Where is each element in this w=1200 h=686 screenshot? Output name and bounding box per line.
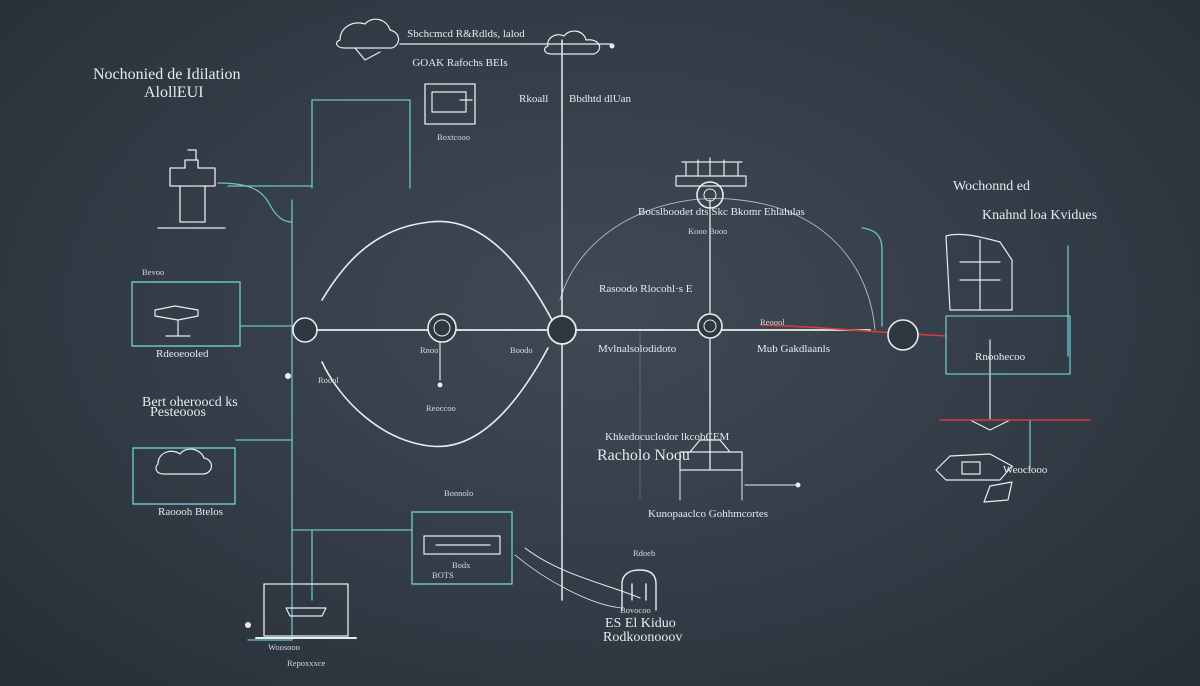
label-left-card2: Raoooh Btelos — [158, 506, 224, 518]
cloud-icon — [155, 448, 213, 475]
label-center-row: Rasoodo Rlocohl·s E — [599, 283, 693, 295]
laptop-icon — [285, 607, 327, 617]
node-circle — [427, 313, 457, 343]
device-box — [411, 511, 513, 585]
node-dot — [285, 373, 291, 379]
label-node-4: Boodo — [510, 345, 533, 355]
node-dot — [437, 382, 443, 388]
label-right-title: Wochonnd ed — [953, 179, 1031, 194]
server-icon — [157, 149, 226, 229]
label-center-low-1: Khkedocuclodor lkcobCEM — [605, 431, 730, 443]
label-node-2: Rnoo — [420, 345, 439, 355]
phone-icon — [621, 569, 657, 611]
branch-line — [969, 419, 1011, 431]
node-circle — [433, 319, 451, 337]
label-monitor-caption: Boxtcooo — [437, 132, 471, 142]
label-center-band-sub: Kooo Booo — [688, 226, 728, 236]
ring-upper — [321, 220, 553, 321]
cloud-icon — [335, 18, 400, 61]
label-right-box: Rnoohecoo — [975, 351, 1026, 363]
node-dot — [795, 482, 801, 488]
node-dot — [245, 622, 251, 628]
label-bottom-center-2: Rodkoonooov — [603, 630, 683, 645]
device-box — [131, 281, 241, 347]
device-icon — [154, 305, 199, 337]
label-bottom-mid-a: Mvlnalsolodidoto — [598, 343, 677, 355]
monitor-icon — [431, 91, 473, 113]
label-center-small: Roool — [318, 375, 339, 385]
label-top-center: Sbchcmcd R&Rdlds, lalod — [407, 28, 525, 40]
branch-line — [514, 554, 623, 609]
label-bottom-mid-b: Mub Gakdlaanls — [757, 343, 831, 355]
device-icon — [679, 439, 743, 471]
label-center-low-2: Racholo Noou — [597, 447, 690, 464]
node-circle — [292, 317, 318, 343]
label-center-band: Bocslboodet dts Skc Bkomr Ehlalulas — [638, 206, 805, 218]
label-bottom-center-1: ES El Kiduo — [605, 616, 676, 631]
label-mid-box-caption-2: BOTS — [432, 570, 454, 580]
label-node-3: Reoccoo — [426, 403, 456, 413]
label-top-center-sub: GOAK Rafochs BEIs — [412, 57, 508, 69]
device-box — [424, 83, 476, 125]
label-left-card1-top: Bevoo — [142, 267, 165, 277]
label-mid-box-top: Bonnolo — [444, 488, 474, 498]
label-left-heading-2: Pesteooos — [150, 405, 206, 420]
node-circle — [547, 315, 577, 345]
node-circle — [697, 313, 723, 339]
ring-lower — [321, 347, 549, 448]
label-right-sub: Knahnd loa Kvidues — [982, 208, 1098, 223]
label-right-lower: Weoclooo — [1003, 464, 1048, 476]
label-mid-top-left: Rkoall — [519, 93, 549, 105]
diagram-subtitle: AlollEUI — [144, 84, 204, 101]
connector-line — [311, 99, 411, 189]
branch-line — [524, 547, 641, 599]
device-icon — [423, 535, 501, 555]
laptop-screen — [263, 583, 349, 637]
label-left-heading-1: Bert oheroocd ks — [142, 395, 238, 410]
server-icon — [945, 233, 1013, 311]
device-box — [945, 315, 1071, 375]
cloud-icon — [543, 30, 601, 55]
label-bottom-center-top: Rdoeb — [633, 548, 656, 558]
label-center-small-2: Reoool — [760, 317, 785, 327]
router-icon — [675, 157, 747, 187]
label-laptop-caption: Woosooo — [268, 642, 300, 652]
label-center-low-3: Kunopaaclco Gohhmcortes — [648, 508, 769, 520]
node-circle — [703, 188, 717, 202]
node-circle — [696, 181, 724, 209]
label-bottom-center-mid: Bovocoo — [620, 605, 651, 615]
ring-right — [559, 198, 876, 331]
device-box — [132, 447, 236, 505]
label-mid-top-right: Bbdhtd dlUan — [569, 93, 632, 105]
label-mid-box-caption: Bodx — [452, 560, 471, 570]
diagram-title: Nochonied de Idilation — [93, 66, 241, 83]
connector-line — [247, 199, 293, 641]
node-circle — [703, 319, 717, 333]
connector-line — [861, 227, 883, 327]
device-icon — [935, 453, 1013, 503]
label-left-card1: Rdeoeooled — [156, 348, 209, 360]
label-laptop-caption-2: Repoxxxce — [287, 658, 326, 668]
node-circle — [887, 319, 919, 351]
node-dot — [609, 43, 615, 49]
red-link — [759, 324, 947, 337]
connector-line — [217, 182, 293, 223]
